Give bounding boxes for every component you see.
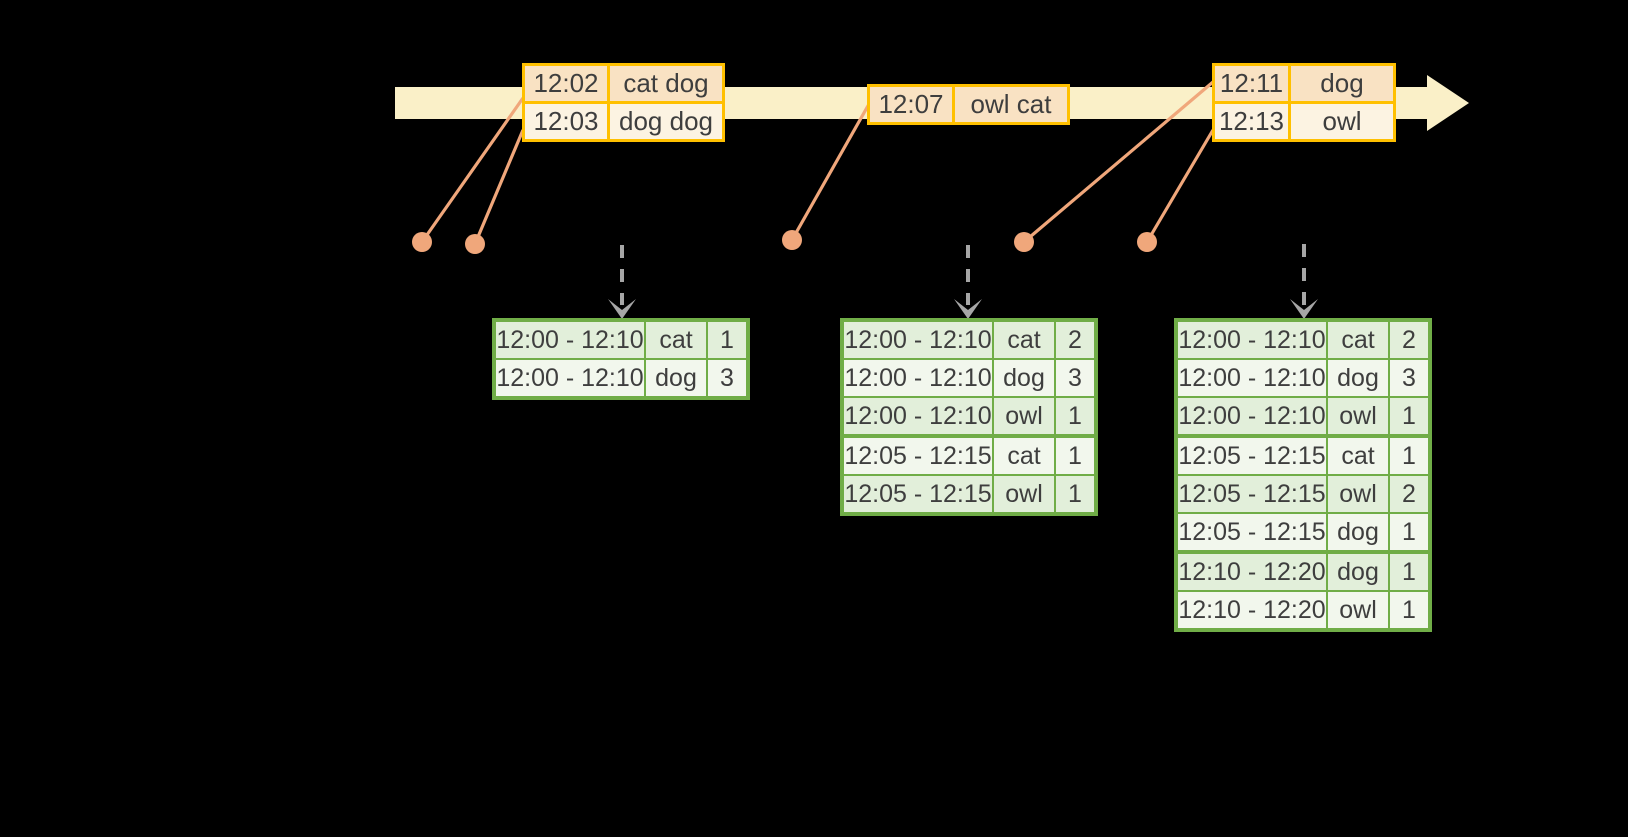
window-cell: 12:00 - 12:10: [1178, 322, 1326, 358]
window-cell: 12:10 - 12:20: [1178, 592, 1326, 628]
event-dot: [1137, 232, 1157, 252]
timeline-arrowhead-icon: [1427, 75, 1469, 131]
window-cell: 12:00 - 12:10: [1178, 398, 1326, 434]
time-cell: 12:11: [1215, 66, 1288, 101]
window-cell: 12:05 - 12:15: [1178, 514, 1326, 550]
word-cell: cat: [994, 438, 1054, 474]
time-cell: 12:02: [525, 66, 607, 101]
count-cell: 1: [1390, 554, 1428, 590]
event-dot: [412, 232, 432, 252]
count-cell: 2: [1056, 322, 1094, 358]
event-connector-line: [420, 97, 525, 243]
window-cell: 12:05 - 12:15: [1178, 438, 1326, 474]
word-cell: dog: [1328, 554, 1388, 590]
words-cell: dog dog: [610, 104, 722, 139]
count-cell: 2: [1390, 322, 1428, 358]
event-dot: [1014, 232, 1034, 252]
trigger-arrowhead-icon: [954, 299, 982, 319]
count-cell: 1: [1390, 438, 1428, 474]
count-cell: 3: [1390, 360, 1428, 396]
time-cell: 12:03: [525, 104, 607, 139]
event-connector-line: [790, 103, 871, 241]
word-cell: owl: [994, 398, 1054, 434]
time-cell: 12:07: [870, 87, 952, 122]
event-dot: [465, 234, 485, 254]
trigger-arrowhead-icon: [1290, 299, 1318, 319]
word-cell: owl: [1328, 398, 1388, 434]
count-cell: 3: [1056, 360, 1094, 396]
window-cell: 12:00 - 12:10: [844, 360, 992, 396]
window-cell: 12:00 - 12:10: [844, 322, 992, 358]
window-cell: 12:10 - 12:20: [1178, 554, 1326, 590]
count-cell: 1: [1390, 514, 1428, 550]
word-cell: cat: [1328, 438, 1388, 474]
count-cell: 1: [1056, 476, 1094, 512]
window-cell: 12:00 - 12:10: [496, 360, 644, 396]
count-cell: 2: [1390, 476, 1428, 512]
word-cell: dog: [646, 360, 706, 396]
words-cell: dog: [1291, 66, 1393, 101]
event-connector-line: [1145, 129, 1215, 243]
count-cell: 1: [1390, 398, 1428, 434]
event-dot: [782, 230, 802, 250]
words-cell: cat dog: [610, 66, 722, 101]
count-cell: 1: [1056, 438, 1094, 474]
count-cell: 1: [708, 322, 746, 358]
word-cell: cat: [994, 322, 1054, 358]
trigger-arrowhead-icon: [608, 299, 636, 319]
words-cell: owl: [1291, 104, 1393, 139]
window-cell: 12:00 - 12:10: [496, 322, 644, 358]
window-cell: 12:00 - 12:10: [1178, 360, 1326, 396]
word-cell: dog: [994, 360, 1054, 396]
word-cell: owl: [1328, 592, 1388, 628]
count-cell: 3: [708, 360, 746, 396]
count-cell: 1: [1390, 592, 1428, 628]
window-cell: 12:05 - 12:15: [1178, 476, 1326, 512]
window-cell: 12:05 - 12:15: [844, 476, 992, 512]
window-cell: 12:00 - 12:10: [844, 398, 992, 434]
word-cell: owl: [1328, 476, 1388, 512]
word-cell: owl: [994, 476, 1054, 512]
count-cell: 1: [1056, 398, 1094, 434]
word-cell: cat: [1328, 322, 1388, 358]
window-cell: 12:05 - 12:15: [844, 438, 992, 474]
time-cell: 12:13: [1215, 104, 1288, 139]
word-cell: dog: [1328, 514, 1388, 550]
word-cell: cat: [646, 322, 706, 358]
event-connector-line: [473, 129, 525, 245]
words-cell: owl cat: [955, 87, 1067, 122]
word-cell: dog: [1328, 360, 1388, 396]
